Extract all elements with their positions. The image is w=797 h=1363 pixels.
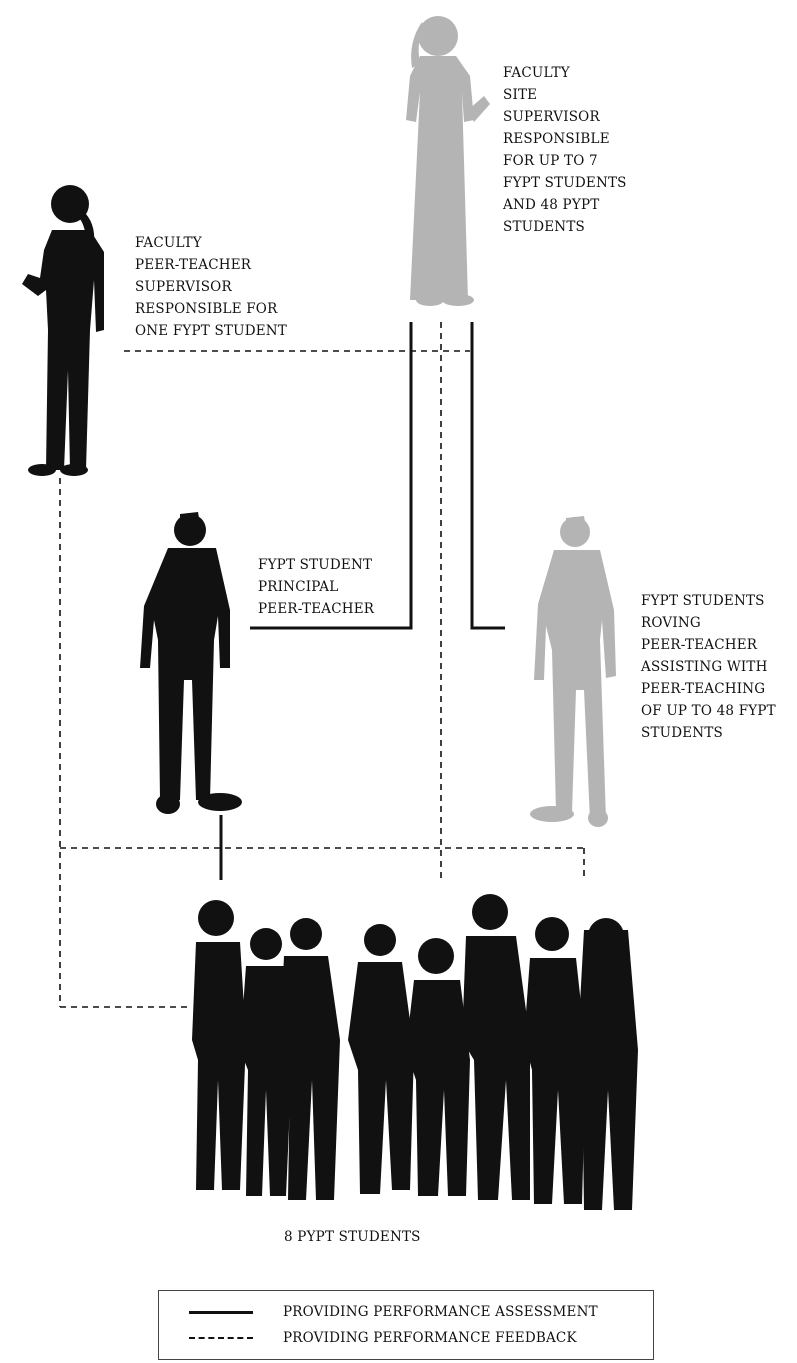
student-silhouette-1: [192, 900, 246, 1190]
roving-peer-teacher-line: FYPT STUDENTS: [641, 593, 765, 609]
group-label: 8 PYPT STUDENTS: [284, 1229, 421, 1245]
site-supervisor-line: FOR UP TO 7: [503, 153, 598, 169]
site-supervisor-line: RESPONSIBLE: [503, 131, 610, 147]
site-supervisor-line: FYPT STUDENTS: [503, 175, 627, 191]
roving-peer-teacher-figure: [530, 516, 616, 827]
legend-dashed-entry: PROVIDING PERFORMANCE FEEDBACK: [189, 1327, 577, 1349]
student-silhouette-6: [462, 894, 530, 1200]
pypt-students-group: [192, 894, 638, 1210]
roving-peer-teacher-line: ASSISTING WITH: [641, 659, 768, 675]
roving-peer-teacher-line: ROVING: [641, 615, 701, 631]
student-silhouette-5: [406, 938, 470, 1196]
assessment-connectors: [219, 322, 505, 880]
legend: PROVIDING PERFORMANCE ASSESSMENT PROVIDI…: [158, 1290, 654, 1360]
site-supervisor-line: AND 48 PYPT: [503, 197, 600, 213]
roving-peer-teacher-line: PEER-TEACHER: [641, 637, 758, 653]
site-supervisor-line: SUPERVISOR: [503, 109, 600, 125]
peer-teacher-supervisor-label: FACULTY PEER-TEACHER SUPERVISOR RESPONSIBLE…: [135, 232, 287, 342]
assessment-line-site-to-principal: [250, 322, 413, 630]
faculty-peer-teacher-supervisor-figure: [22, 185, 104, 476]
faculty-site-supervisor-figure: [406, 16, 490, 306]
site-supervisor-line: SITE: [503, 87, 538, 103]
peer-teacher-supervisor-line: ONE FYPT STUDENT: [135, 323, 288, 339]
student-silhouette-4: [348, 924, 414, 1194]
student-silhouette-3: [280, 918, 340, 1200]
roving-peer-teacher-line: OF UP TO 48 FYPT: [641, 703, 776, 719]
roving-peer-teacher-line: STUDENTS: [641, 725, 723, 741]
peer-teacher-supervisor-line: PEER-TEACHER: [135, 257, 252, 273]
legend-solid-entry: PROVIDING PERFORMANCE ASSESSMENT: [189, 1301, 598, 1323]
student-silhouette-7: [524, 917, 586, 1204]
peer-teacher-supervisor-line: SUPERVISOR: [135, 279, 232, 295]
site-supervisor-line: STUDENTS: [503, 219, 585, 235]
roving-peer-teacher-label: FYPT STUDENTS ROVING PEER-TEACHER ASSISTING…: [641, 590, 776, 744]
assessment-line-site-to-roving: [470, 322, 505, 630]
legend-dashed-text: PROVIDING PERFORMANCE FEEDBACK: [283, 1330, 577, 1346]
student-silhouette-2: [240, 928, 292, 1196]
legend-dashed-swatch: [189, 1337, 253, 1339]
principal-peer-teacher-figure: [140, 512, 242, 814]
legend-solid-swatch: [189, 1310, 253, 1314]
principal-peer-teacher-line: PEER-TEACHER: [258, 601, 375, 617]
legend-solid-text: PROVIDING PERFORMANCE ASSESSMENT: [283, 1304, 598, 1320]
principal-peer-teacher-line: FYPT STUDENT: [258, 557, 373, 573]
student-silhouette-8: [578, 918, 638, 1210]
site-supervisor-label: FACULTY SITE SUPERVISOR RESPONSIBLE FOR UP T…: [503, 62, 627, 238]
peer-teacher-supervisor-line: RESPONSIBLE FOR: [135, 301, 278, 317]
principal-peer-teacher-line: PRINCIPAL: [258, 579, 339, 595]
principal-peer-teacher-label: FYPT STUDENT PRINCIPAL PEER-TEACHER: [258, 554, 374, 620]
site-supervisor-line: FACULTY: [503, 65, 570, 81]
peer-teacher-supervisor-line: FACULTY: [135, 235, 202, 251]
roving-peer-teacher-line: PEER-TEACHING: [641, 681, 766, 697]
